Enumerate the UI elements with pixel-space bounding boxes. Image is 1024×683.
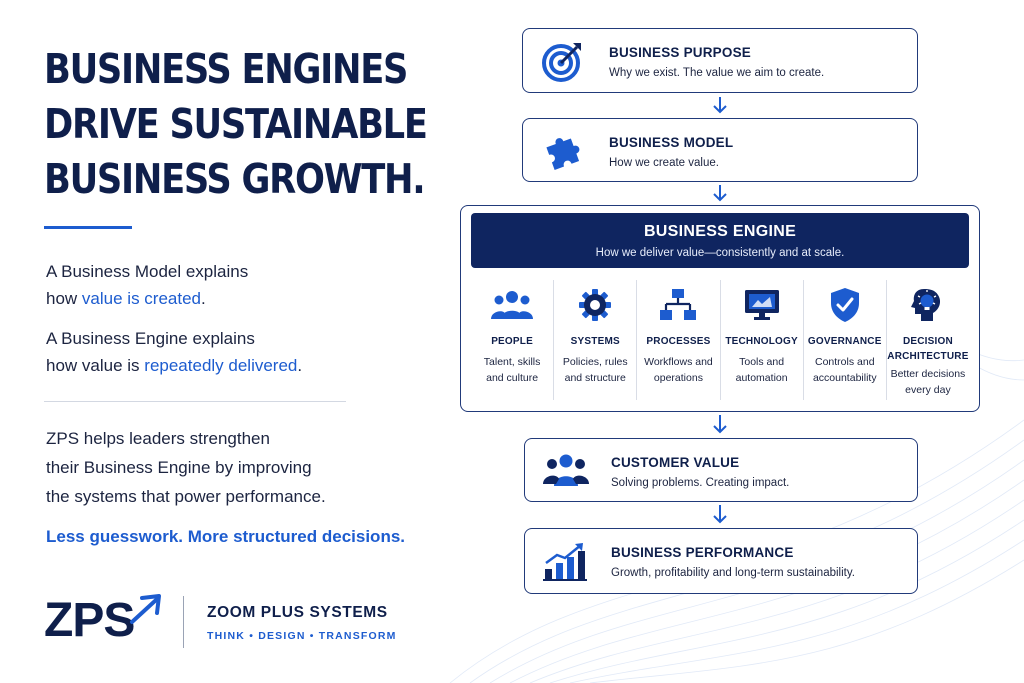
customer-value-desc: Solving problems. Creating impact.: [611, 477, 790, 489]
brand-tagline: THINK • DESIGN • TRANSFORM: [207, 630, 397, 642]
para3-line-1: ZPS helps leaders strengthen: [46, 429, 270, 448]
business-engine-title: BUSINESS ENGINE: [643, 223, 797, 240]
arrow-down-icon: [713, 185, 727, 202]
accent-divider: [44, 226, 132, 229]
pillar-desc-line: Workflows and: [644, 356, 713, 368]
para1-line-2: how value is created.: [46, 285, 248, 312]
pillar-people-title: PEOPLE: [491, 336, 533, 347]
para3-line-2: their Business Engine by improving: [46, 458, 312, 477]
headline-line-1: BUSINESS ENGINES: [44, 45, 408, 93]
pillar-people-desc: Talent, skills and culture: [471, 354, 553, 386]
pillar-technology-desc: Tools and automation: [721, 354, 803, 386]
para1-highlight: value is created: [81, 289, 201, 308]
pillar-people: PEOPLE Talent, skills and culture: [471, 280, 553, 400]
business-performance-desc: Growth, profitability and long-term sust…: [611, 567, 855, 579]
pillar-governance-desc: Controls and accountability: [804, 354, 886, 386]
pillar-systems-title: SYSTEMS: [570, 336, 620, 347]
pillar-desc-line: Talent, skills: [483, 356, 541, 368]
people-icon: [491, 291, 534, 319]
pillar-technology-title: TECHNOLOGY: [725, 336, 798, 347]
tagline: Less guesswork. More structured decision…: [46, 527, 406, 546]
puzzle-icon: [546, 138, 580, 170]
para3-line-3: the systems that power performance.: [46, 487, 326, 506]
business-engine-header: BUSINESS ENGINE How we deliver value—con…: [471, 213, 969, 268]
pillar-desc-line: Tools and: [739, 356, 785, 368]
brand-name: ZOOM PLUS SYSTEMS: [207, 604, 388, 621]
pillar-desc-line: Better decisions: [890, 368, 966, 380]
shield-check-icon: [830, 288, 859, 322]
headline: BUSINESS ENGINES DRIVE SUSTAINABLE BUSIN…: [44, 42, 428, 207]
headline-line-3: BUSINESS GROWTH.: [44, 155, 426, 203]
arrow-down-icon: [713, 505, 727, 524]
para2-line-1: A Business Engine explains: [46, 329, 255, 348]
arrow-down-icon: [713, 97, 727, 114]
customers-icon: [543, 454, 589, 486]
brain-bulb-icon: [910, 289, 940, 321]
pillar-processes-title: PROCESSES: [646, 336, 711, 347]
business-purpose-desc: Why we exist. The value we aim to create…: [609, 67, 825, 79]
para1-line-1: A Business Model explains: [46, 262, 249, 281]
flowchart-icon: [660, 289, 697, 320]
para2-line-2: how value is repeatedly delivered.: [46, 352, 302, 379]
pillar-decision-architecture: DECISION ARCHITECTURE Better decisions e…: [885, 280, 969, 400]
pillar-processes-desc: Workflows and operations: [637, 354, 719, 386]
pillar-desc-line: automation: [735, 372, 788, 384]
para1-period: .: [201, 289, 206, 308]
target-icon: [542, 42, 581, 82]
pillar-processes: PROCESSES Workflows and operations: [636, 280, 719, 400]
business-engine-panel: BUSINESS ENGINE How we deliver value—con…: [460, 205, 980, 412]
section-divider: [44, 401, 346, 402]
customer-value-title: CUSTOMER VALUE: [611, 455, 740, 470]
pillar-desc-line: and culture: [486, 372, 539, 384]
pillar-decision-architecture-desc: Better decisions every day: [887, 366, 969, 398]
gear-icon: [579, 289, 612, 321]
pillar-title-line: DECISION: [902, 336, 953, 347]
business-model-desc: How we create value.: [609, 157, 719, 169]
business-purpose-box: BUSINESS PURPOSE Why we exist. The value…: [522, 28, 918, 93]
pillar-desc-line: operations: [653, 372, 703, 384]
arrow-down-icon: [713, 415, 727, 434]
pillar-systems: SYSTEMS Policies, rules and structure: [553, 280, 636, 400]
pillar-desc-line: Controls and: [815, 356, 875, 368]
engine-pillars: PEOPLE Talent, skills and culture: [471, 280, 969, 400]
pillar-desc-line: every day: [905, 384, 951, 396]
logo-separator: [183, 596, 184, 648]
customer-value-box: CUSTOMER VALUE Solving problems. Creatin…: [524, 438, 918, 502]
business-model-title: BUSINESS MODEL: [609, 135, 734, 150]
business-model-box: BUSINESS MODEL How we create value.: [522, 118, 918, 182]
pillar-title-line: ARCHITECTURE: [887, 351, 969, 362]
para2-text: how value is: [46, 356, 145, 375]
pillar-governance: GOVERNANCE Controls and accountability: [802, 280, 886, 400]
para2-period: .: [297, 356, 303, 375]
logo-mark-text: ZPS: [44, 594, 135, 647]
pillar-systems-desc: Policies, rules and structure: [554, 354, 636, 386]
para2-highlight: repeatedly delivered: [144, 356, 298, 375]
para1-text: how: [46, 289, 82, 308]
pillar-governance-title: GOVERNANCE: [807, 336, 882, 347]
business-purpose-title: BUSINESS PURPOSE: [609, 45, 751, 60]
business-performance-title: BUSINESS PERFORMANCE: [611, 545, 794, 560]
growth-chart-icon: [543, 543, 587, 581]
pillar-decision-architecture-title: DECISION ARCHITECTURE: [887, 334, 969, 364]
business-performance-box: BUSINESS PERFORMANCE Growth, profitabili…: [524, 528, 918, 594]
pillar-technology: TECHNOLOGY Tools and automation: [719, 280, 803, 400]
pillar-desc-line: Policies, rules: [562, 356, 628, 368]
headline-line-2: DRIVE SUSTAINABLE: [44, 100, 428, 148]
business-model-paragraph: A Business Model explains how value is c…: [46, 258, 248, 312]
business-engine-desc: How we deliver value—consistently and at…: [595, 247, 845, 259]
zps-paragraph: ZPS helps leaders strengthen their Busin…: [46, 424, 326, 511]
pillar-desc-line: and structure: [564, 372, 626, 384]
logo-arrow-icon: [130, 594, 161, 624]
zps-logo: ZPS: [44, 594, 162, 648]
business-engine-paragraph: A Business Engine explains how value is …: [46, 325, 302, 379]
pillar-desc-line: accountability: [812, 372, 877, 384]
monitor-icon: [744, 290, 779, 320]
